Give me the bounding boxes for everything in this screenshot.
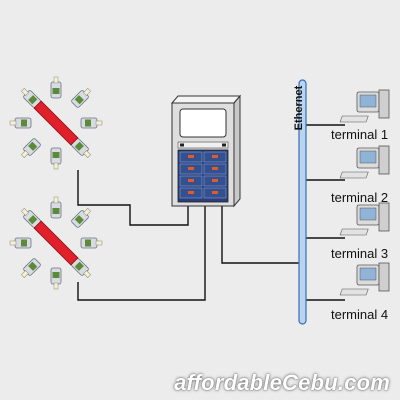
battery-cell xyxy=(70,205,94,229)
terminal-computer-3 xyxy=(339,202,390,236)
battery-cell xyxy=(70,85,94,109)
cabinet-display xyxy=(179,108,227,138)
battery-cell xyxy=(50,147,62,170)
battery-cell xyxy=(80,237,103,249)
cables xyxy=(77,124,345,301)
battery-cell xyxy=(9,117,32,129)
cable-cabinet-to-bus xyxy=(221,206,302,264)
diagonal-red-bar xyxy=(33,220,79,266)
terminal-computer-4 xyxy=(339,262,390,296)
ethernet-label: Ethernet xyxy=(293,85,305,131)
watermark-text: affordableCebu.com xyxy=(174,370,390,395)
ethernet-bus xyxy=(298,79,307,325)
server-cabinet xyxy=(170,94,242,208)
terminal-3-label: terminal 3 xyxy=(331,246,389,261)
terminal-4-label: terminal 4 xyxy=(331,307,389,322)
battery-cell xyxy=(18,257,42,281)
battery-cell xyxy=(50,76,62,99)
battery-cell xyxy=(50,267,62,290)
terminal-1-label: terminal 1 xyxy=(331,127,389,142)
battery-cluster-2 xyxy=(9,196,103,290)
cable-cluster2-to-cabinet xyxy=(77,206,206,301)
terminal-2-label: terminal 2 xyxy=(331,190,389,205)
battery-cell xyxy=(18,137,42,161)
terminal-computer-2 xyxy=(339,145,390,179)
battery-cell xyxy=(80,117,103,129)
cable-cluster1-to-cabinet xyxy=(77,170,189,226)
battery-cluster-1 xyxy=(9,76,103,170)
diagonal-red-bar xyxy=(33,100,79,146)
terminal-computer-1 xyxy=(339,89,390,123)
battery-cell xyxy=(9,237,32,249)
battery-cell xyxy=(50,196,62,219)
